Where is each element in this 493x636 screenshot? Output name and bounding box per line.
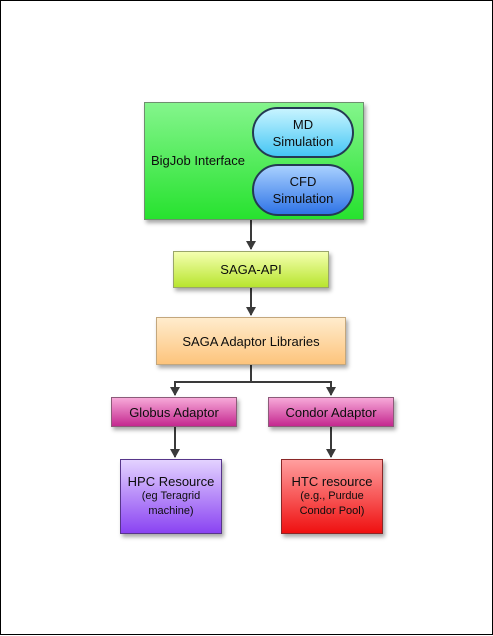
edge-adaptor-libraries-to-globus — [170, 365, 252, 396]
htc-resource-title: HTC resource — [291, 474, 373, 489]
saga-api-label: SAGA-API — [220, 262, 282, 277]
bigjob-interface-label: BigJob Interface — [151, 153, 245, 168]
condor-adaptor-label: Condor Adaptor — [285, 404, 377, 420]
hpc-resource-node: HPC Resource (eg Teragrid machine) — [120, 459, 222, 534]
htc-resource-node: HTC resource (e.g., Purdue Condor Pool) — [281, 459, 383, 534]
hpc-resource-detail: (eg Teragrid machine) — [141, 490, 201, 517]
saga-adaptor-libraries-label: SAGA Adaptor Libraries — [182, 333, 320, 349]
hpc-resource-title: HPC Resource — [127, 474, 215, 489]
edge-adaptor-libraries-to-condor — [251, 381, 336, 396]
md-simulation-node: MD Simulation — [252, 107, 354, 158]
globus-adaptor-label: Globus Adaptor — [129, 404, 219, 420]
globus-adaptor-node: Globus Adaptor — [111, 397, 237, 427]
condor-adaptor-node: Condor Adaptor — [268, 397, 394, 427]
cfd-simulation-node: CFD Simulation — [252, 164, 354, 216]
saga-api-node: SAGA-API — [173, 251, 329, 288]
md-simulation-label: MD Simulation — [272, 116, 334, 149]
bigjob-interface-node: BigJob Interface MD Simulation CFD Simul… — [144, 102, 364, 220]
saga-adaptor-libraries-node: SAGA Adaptor Libraries — [156, 317, 346, 365]
htc-resource-detail: (e.g., Purdue Condor Pool) — [299, 490, 365, 517]
cfd-simulation-label: CFD Simulation — [272, 174, 334, 206]
